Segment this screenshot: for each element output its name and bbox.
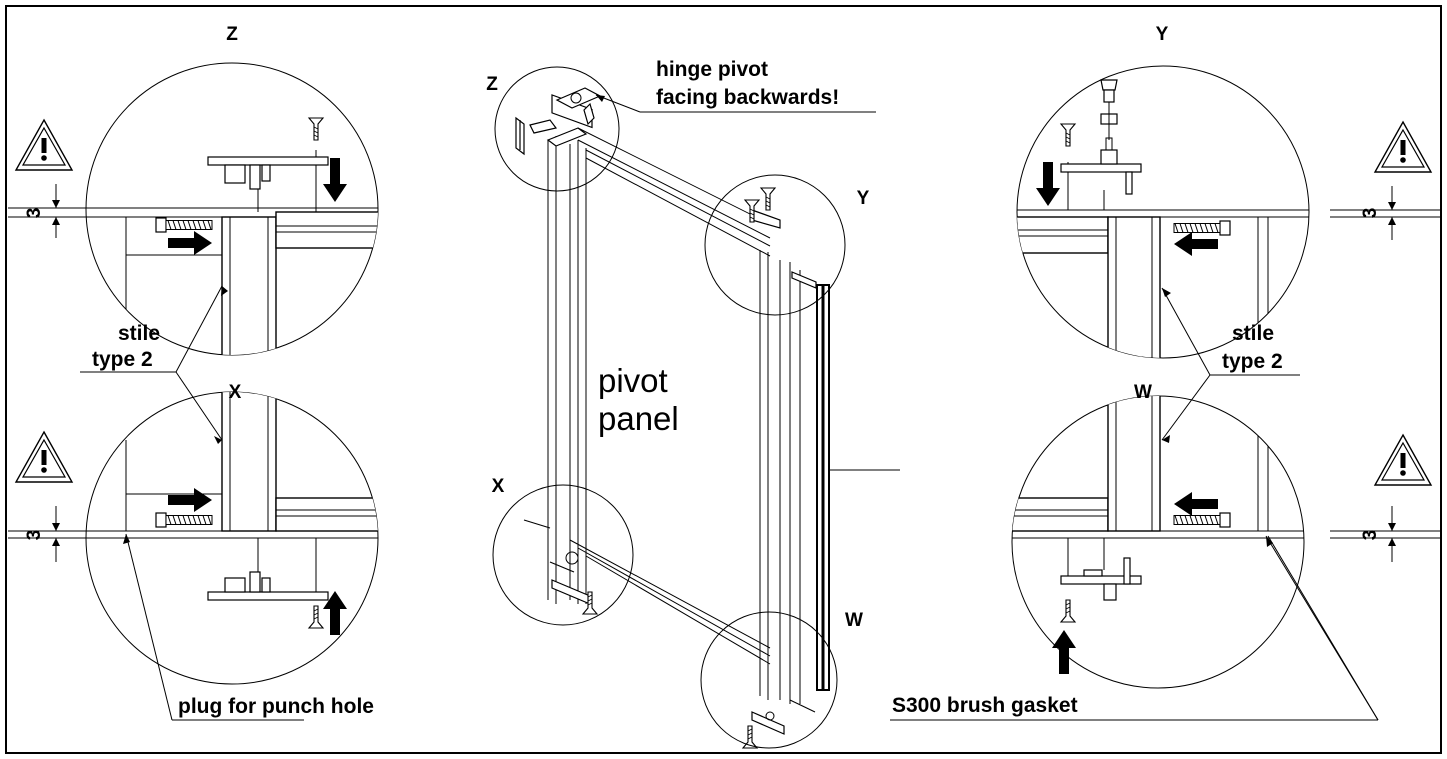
detail-y-view	[1016, 65, 1310, 359]
center-label-y: Y	[857, 188, 870, 209]
warning-triangle-icon	[1374, 434, 1432, 486]
warning-triangle-icon	[1374, 121, 1432, 173]
dimension-gap-w: 3	[1360, 530, 1381, 541]
drawing-border	[5, 5, 1442, 754]
detail-z-view	[85, 62, 379, 356]
stile-label-left-line2: type 2	[92, 348, 153, 371]
detail-circle-x	[492, 484, 634, 626]
detail-label-x: X	[229, 382, 242, 403]
plug-callout-label: plug for punch hole	[178, 695, 374, 718]
panel-label-line2: panel	[598, 400, 679, 437]
brush-gasket-label: S300 brush gasket	[892, 694, 1078, 717]
hinge-pivot-label-line1: hinge pivot	[656, 58, 768, 81]
stile-label-right-line2: type 2	[1222, 350, 1283, 373]
center-label-x: X	[492, 476, 505, 497]
dimension-gap-y: 3	[1360, 208, 1381, 219]
detail-label-y: Y	[1156, 24, 1169, 45]
pivot-panel-drawing	[515, 87, 830, 749]
detail-w-view	[1011, 395, 1305, 689]
detail-x-view	[85, 391, 379, 685]
hinge-pivot-label-line2: facing backwards!	[656, 86, 839, 109]
dimension-gap-x: 3	[24, 530, 45, 541]
stile-label-left-line1: stile	[118, 322, 160, 345]
detail-label-z: Z	[226, 24, 238, 45]
warning-triangle-icon	[15, 431, 73, 483]
panel-label-line1: pivot	[598, 362, 668, 399]
detail-label-w: W	[1134, 382, 1152, 403]
stile-label-right-line1: stile	[1232, 322, 1274, 345]
detail-circle-w	[700, 611, 838, 749]
center-label-w: W	[845, 610, 863, 631]
detail-circle-z	[494, 66, 620, 192]
warning-triangle-icon	[15, 119, 73, 171]
detail-circle-y	[704, 174, 846, 316]
center-label-z: Z	[486, 74, 498, 95]
dimension-gap-z: 3	[24, 208, 45, 219]
